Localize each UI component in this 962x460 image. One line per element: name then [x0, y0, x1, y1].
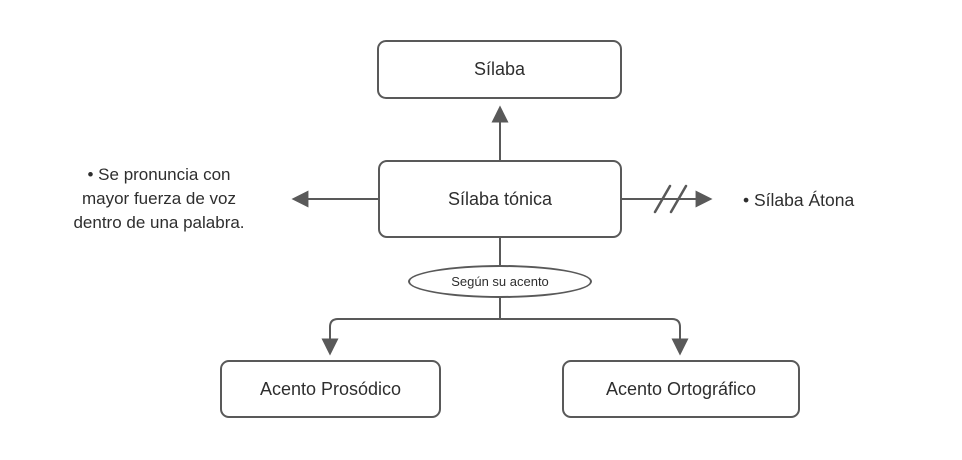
double-slash-mark: [653, 184, 688, 214]
silaba-tonica-box: Sílaba tónica: [378, 160, 622, 238]
silaba-box-label: Sílaba: [473, 59, 526, 79]
silaba-tonica-box-label: Sílaba tónica: [447, 188, 553, 209]
segun-su-acento-ellipse: Según su acento: [408, 265, 592, 298]
acento-ortografico-label: Acento Ortográfico: [605, 378, 757, 399]
segun-su-acento-label: Según su acento: [451, 274, 549, 289]
left-note-text: • Se pronuncia con mayor fuerza de voz d…: [73, 165, 245, 232]
branch-right-connector: [500, 318, 689, 356]
right-note-text: • Sílaba Átona: [743, 190, 855, 210]
acento-ortografico-box: Acento Ortográfico: [562, 360, 800, 418]
acento-prosodico-box: Acento Prosódico: [220, 360, 441, 418]
silaba-box: Sílaba: [377, 40, 622, 99]
branch-left-connector: [321, 318, 500, 356]
acento-prosodico-label: Acento Prosódico: [259, 378, 402, 399]
